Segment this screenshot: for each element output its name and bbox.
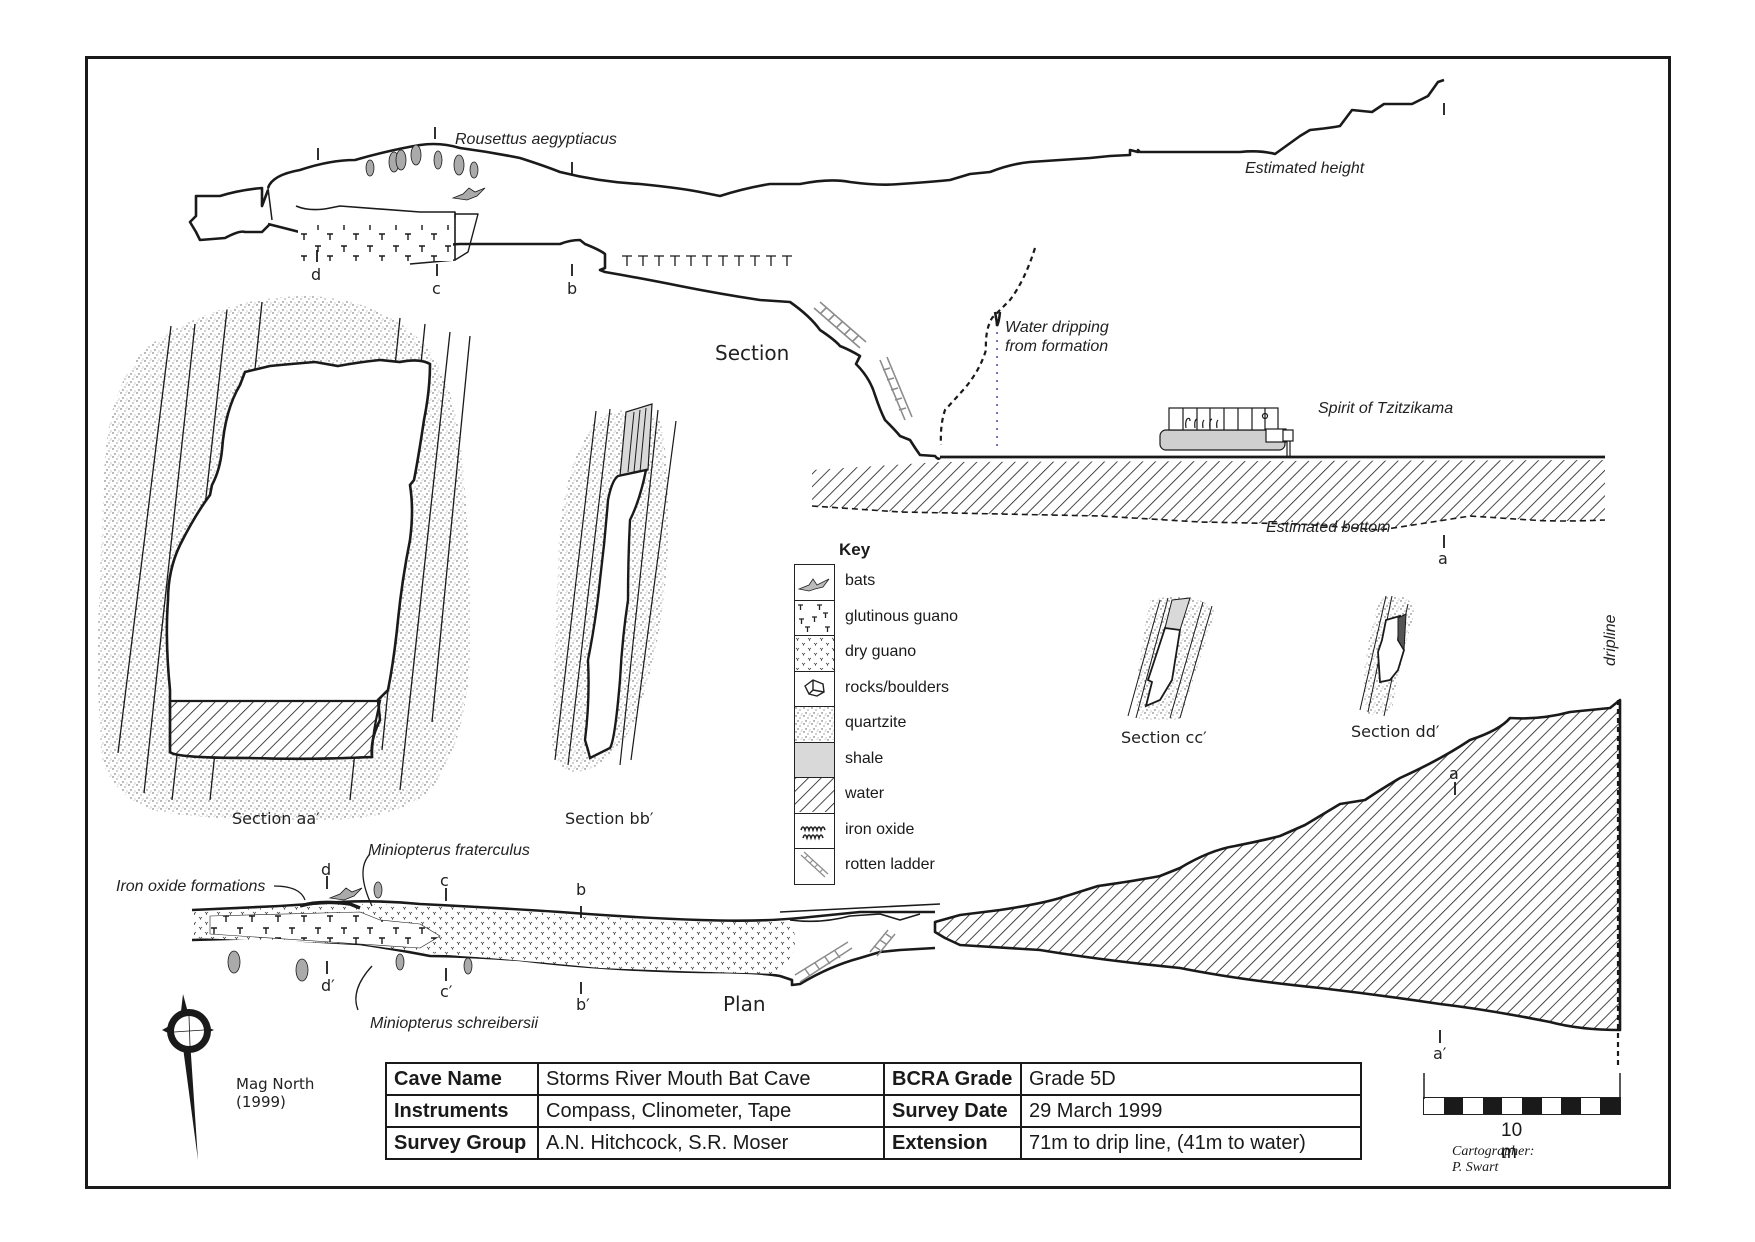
plan-tick-d-prime: d′	[321, 976, 335, 995]
iron-oxide-formation	[299, 900, 361, 910]
rotten-ladder-section	[813, 301, 913, 421]
plan-tick-a: a	[1449, 764, 1459, 783]
section-cc-drawing	[1127, 596, 1215, 720]
key-label: shale	[845, 749, 884, 767]
scale-end-ticks	[1423, 1073, 1621, 1099]
section-cc-title: Section cc′	[1121, 728, 1207, 747]
cell-value: 71m to drip line, (41m to water)	[1020, 1126, 1362, 1160]
key-label: glutinous guano	[845, 607, 958, 625]
cell-key: Cave Name	[385, 1062, 539, 1096]
key-label: bats	[845, 572, 876, 589]
key-item-rotten-ladder: rotten ladder	[794, 848, 1054, 885]
north-arrow-icon	[162, 994, 214, 1160]
key-label: rotten ladder	[845, 856, 935, 873]
plan-tick-a-prime: a′	[1433, 1044, 1447, 1063]
section-bb-title: Section bb′	[565, 809, 654, 828]
north-arrow-label: Mag North (1999)	[236, 1075, 314, 1111]
table-row: Survey Group A.N. Hitchcock, S.R. Moser …	[385, 1126, 1362, 1160]
key-item-iron-oxide: iron oxide	[794, 812, 1054, 848]
formation-icon	[993, 311, 1002, 327]
section-view	[188, 78, 1606, 531]
label-estimated-bottom: Estimated bottom	[1266, 519, 1391, 536]
plan-view-title: Plan	[723, 992, 766, 1016]
key-label: rocks/boulders	[845, 678, 950, 696]
map-frame	[85, 56, 1671, 1189]
label-rousettus: Rousettus aegyptiacus	[455, 131, 617, 148]
plan-tick-c-prime: c′	[440, 982, 453, 1001]
bat-icon	[797, 578, 830, 592]
key-label: dry guano	[845, 643, 917, 660]
cell-key: Survey Date	[883, 1094, 1022, 1128]
cell-value: Storms River Mouth Bat Cave	[537, 1062, 885, 1096]
shale-fill	[794, 741, 835, 777]
scale-label: 10 m	[1501, 1120, 1523, 1163]
annotation-leaders	[273, 853, 373, 1011]
cell-value: A.N. Hitchcock, S.R. Moser	[537, 1126, 885, 1160]
quartzite-pattern	[795, 707, 834, 741]
label-miniopterus-schreibersii: Miniopterus schreibersii	[370, 1015, 539, 1032]
section-bb-drawing	[552, 403, 677, 772]
key-label: water	[845, 785, 885, 802]
plan-view	[191, 698, 1622, 1032]
tick-label-d: d	[311, 265, 322, 284]
tick-label-b: b	[567, 279, 578, 298]
plan-tick-b: b	[576, 880, 587, 899]
key-item-rocks-boulders: rocks/boulders	[794, 670, 1054, 706]
rock-markers	[622, 255, 792, 266]
key-item-glutinous-guano: glutinous guano	[794, 599, 1054, 635]
cell-key: Survey Group	[385, 1126, 539, 1160]
cell-key: BCRA Grade	[883, 1062, 1022, 1096]
key-item-water: water	[794, 777, 1054, 813]
cell-value: Compass, Clinometer, Tape	[537, 1094, 885, 1128]
section-aa-drawing	[98, 296, 471, 821]
label-iron-oxide-formations: Iron oxide formations	[116, 878, 266, 895]
label-estimated-height: Estimated height	[1245, 160, 1365, 177]
key-item-dry-guano: dry guano	[794, 635, 1054, 671]
label-dripline: dripline	[1602, 614, 1619, 666]
key-item-bats: bats	[794, 564, 1054, 600]
key-item-quartzite: quartzite	[794, 706, 1054, 742]
label-from-formation: from formation	[1005, 338, 1109, 355]
label-miniopterus-fraterculus: Miniopterus fraterculus	[368, 842, 530, 859]
plan-tick-d: d	[321, 860, 332, 879]
tick-label-a-section: a	[1438, 549, 1448, 568]
key-title: Key	[839, 540, 871, 559]
scale-segments	[1423, 1097, 1621, 1115]
glutinous-guano-pattern	[798, 603, 830, 632]
section-dd-drawing	[1359, 595, 1415, 717]
cartographer-credit: Cartographer: P. Swart	[1452, 1144, 1535, 1175]
table-row: Cave Name Storms River Mouth Bat Cave BC…	[385, 1062, 1362, 1096]
key-label: iron oxide	[845, 820, 915, 838]
cell-key: Instruments	[385, 1094, 539, 1128]
dry-guano-pattern	[795, 636, 834, 670]
rotten-ladder-plan	[794, 929, 896, 983]
section-aa-title: Section aa′	[232, 809, 320, 828]
north-arrow-line1: Mag North	[236, 1075, 315, 1093]
section-ticks-top	[316, 103, 1445, 548]
key-label: quartzite	[845, 714, 907, 731]
survey-info-table: Cave Name Storms River Mouth Bat Cave BC…	[385, 1062, 1362, 1160]
plan-tick-b-prime: b′	[576, 995, 590, 1014]
cell-value: 29 March 1999	[1020, 1094, 1362, 1128]
section-dd-title: Section dd′	[1351, 722, 1440, 741]
boulder-icon	[804, 678, 825, 697]
label-water-dripping: Water dripping	[1005, 319, 1109, 336]
tick-label-c: c	[432, 279, 441, 298]
label-spirit-of-tzitzikama: Spirit of Tzitzikama	[1318, 400, 1454, 417]
section-view-title: Section	[715, 341, 790, 365]
table-row: Instruments Compass, Clinometer, Tape Su…	[385, 1094, 1362, 1128]
water-hatch	[795, 778, 834, 812]
key-item-shale: shale	[794, 741, 1054, 777]
boat-spirit-of-tzitzikama	[1159, 407, 1294, 457]
section-ticks-plan	[326, 782, 1456, 1043]
plan-tick-c: c	[440, 871, 449, 890]
north-arrow-line2: (1999)	[236, 1093, 286, 1111]
iron-oxide-icon	[800, 825, 826, 841]
bat-icons	[227, 144, 486, 982]
ladder-icon	[800, 851, 829, 878]
cell-value: Grade 5D	[1020, 1062, 1362, 1096]
cell-key: Extension	[883, 1126, 1022, 1160]
